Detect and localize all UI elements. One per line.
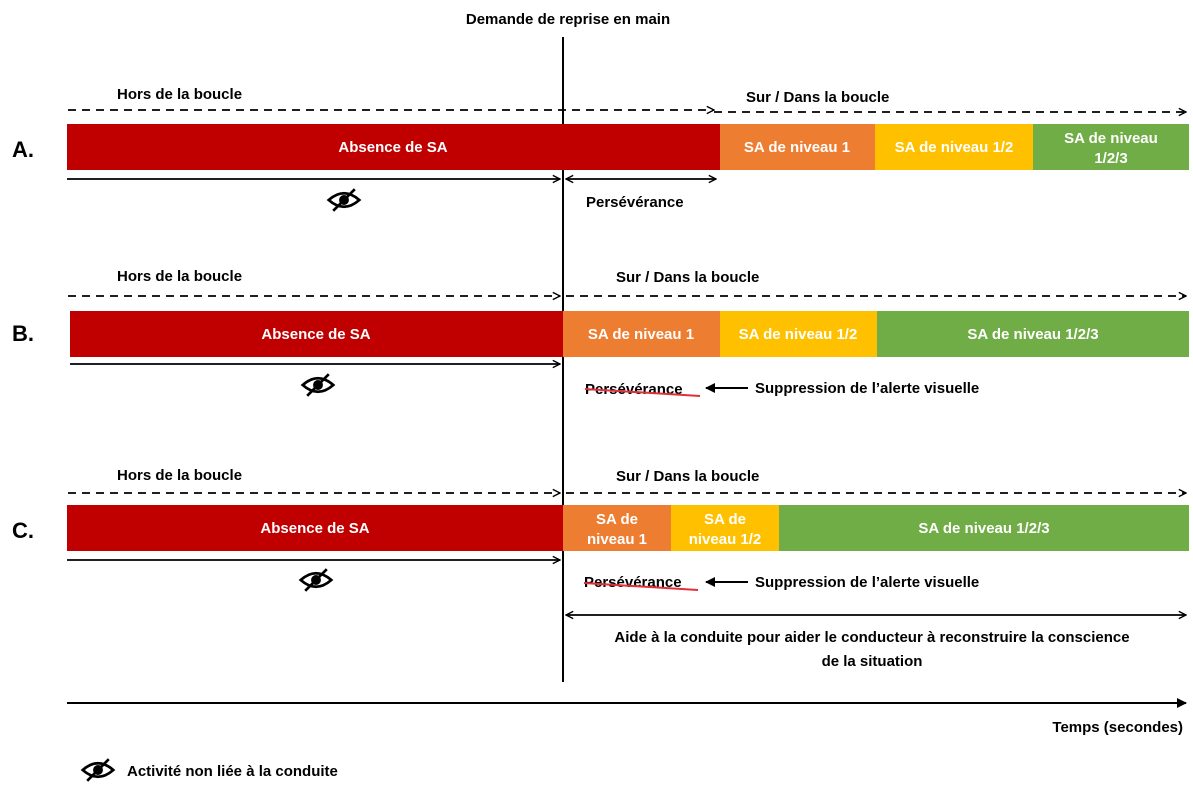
row-label-a: A. (12, 137, 34, 162)
sa-level-12-label: SA de niveau 1/2 (739, 326, 858, 343)
sa-level-12-bar (720, 311, 877, 357)
out-of-loop-label: Hors de la boucle (117, 268, 242, 285)
sa-level-123-label-line1: SA de niveau (1064, 130, 1158, 147)
out-of-loop-label: Hors de la boucle (117, 467, 242, 484)
sa-level-1-bar (563, 505, 671, 551)
sa-level-123-bar (1033, 124, 1189, 170)
legend: Activité non liée à la conduite (81, 757, 338, 783)
sa-level-1-bar (720, 124, 875, 170)
legend-label: Activité non liée à la conduite (127, 763, 338, 780)
driving-aid-label-line1: Aide à la conduite pour aider le conduct… (614, 629, 1129, 646)
sa-level-123-label: SA de niveau 1/2/3 (967, 326, 1098, 343)
strike-line (583, 582, 699, 591)
eye-slash-icon (299, 567, 333, 593)
sa-level-1-bar (563, 311, 720, 357)
row-a: A. Hors de la boucle Sur / Dans la boucl… (12, 86, 1189, 213)
row-label-c: C. (12, 518, 34, 543)
absence-sa-bar (67, 505, 563, 551)
sa-level-1-label-line2: niveau 1 (587, 531, 647, 548)
sa-level-123-bar (877, 311, 1189, 357)
in-loop-label: Sur / Dans la boucle (616, 468, 759, 485)
row-b: B. Hors de la boucle Sur / Dans la boucl… (12, 268, 1189, 398)
absence-sa-bar (70, 311, 563, 357)
perseverance-label: Persévérance (586, 194, 684, 211)
driving-aid-label-line2: de la situation (822, 653, 923, 670)
row-label-b: B. (12, 321, 34, 346)
sa-level-1-label-line1: SA de (596, 511, 638, 528)
in-loop-label: Sur / Dans la boucle (746, 89, 889, 106)
eye-slash-icon (301, 372, 335, 398)
suppression-label: Suppression de l’alerte visuelle (755, 380, 979, 397)
absence-sa-label: Absence de SA (261, 326, 370, 343)
absence-sa-label: Absence de SA (338, 139, 447, 156)
sa-level-1-label: SA de niveau 1 (744, 139, 850, 156)
suppression-label: Suppression de l’alerte visuelle (755, 574, 979, 591)
out-of-loop-label: Hors de la boucle (117, 86, 242, 103)
takeover-request-title: Demande de reprise en main (466, 11, 670, 28)
eye-slash-icon (81, 757, 115, 783)
sa-level-12-label-line1: SA de (704, 511, 746, 528)
sa-level-123-label: SA de niveau 1/2/3 (918, 520, 1049, 537)
eye-slash-icon (327, 187, 361, 213)
absence-sa-label: Absence de SA (260, 520, 369, 537)
sa-level-12-bar (875, 124, 1033, 170)
in-loop-label: Sur / Dans la boucle (616, 269, 759, 286)
sa-level-123-label-line2: 1/2/3 (1094, 150, 1127, 167)
absence-sa-bar (67, 124, 720, 170)
sa-level-12-label: SA de niveau 1/2 (895, 139, 1014, 156)
sa-level-12-bar (671, 505, 779, 551)
strike-line (584, 388, 701, 397)
sa-level-123-bar (779, 505, 1189, 551)
sa-level-1-label: SA de niveau 1 (588, 326, 694, 343)
sa-level-12-label-line2: niveau 1/2 (689, 531, 762, 548)
row-c: C. Hors de la boucle Sur / Dans la boucl… (12, 467, 1189, 670)
time-axis-label: Temps (secondes) (1052, 719, 1183, 736)
